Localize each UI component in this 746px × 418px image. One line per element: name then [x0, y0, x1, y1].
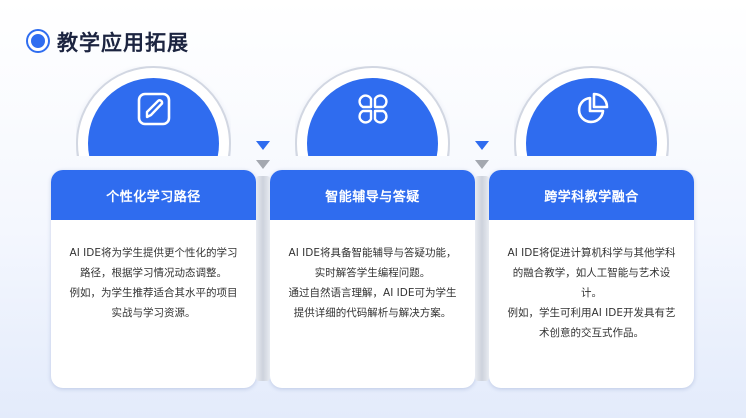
column-divider	[475, 176, 489, 381]
feature-card: 智能辅导与答疑 AI IDE将具备智能辅导与答疑功能， 实时解答学生编程问题。 …	[270, 170, 475, 388]
card-line: 例如，学生可利用AI IDE开发具有艺	[507, 307, 676, 319]
step-arrow-icon	[473, 141, 491, 171]
column-divider	[256, 176, 270, 381]
pie-chart-icon	[573, 90, 611, 128]
card-heading: 跨学科教学融合	[489, 170, 694, 220]
feature-card: 跨学科教学融合 AI IDE将促进计算机科学与其他学科 的融合教学，如人工智能与…	[489, 170, 694, 388]
card-line: 术创意的交互式作品。	[539, 327, 644, 339]
card-line: 的融合教学，如人工智能与艺术设计。	[512, 267, 671, 299]
four-petal-grid-icon	[354, 90, 392, 128]
feature-column-interdisciplinary: 跨学科教学融合 AI IDE将促进计算机科学与其他学科 的融合教学，如人工智能与…	[489, 66, 694, 388]
card-line: 例如，为学生推荐适合其水平的项目	[69, 287, 238, 299]
step-arrow-icon	[254, 141, 272, 171]
page-title: 教学应用拓展	[57, 31, 189, 55]
feature-column-tutoring: 智能辅导与答疑 AI IDE将具备智能辅导与答疑功能， 实时解答学生编程问题。 …	[270, 66, 475, 388]
card-line: AI IDE将促进计算机科学与其他学科	[507, 247, 676, 259]
card-line: AI IDE将具备智能辅导与答疑功能，	[288, 247, 457, 259]
card-text: AI IDE将促进计算机科学与其他学科 的融合教学，如人工智能与艺术设计。 例如…	[489, 220, 694, 343]
title-bullet-icon	[28, 31, 48, 51]
icon-arch	[514, 66, 669, 156]
card-line: 提供详细的代码解析与解决方案。	[293, 307, 452, 319]
feature-card: 个性化学习路径 AI IDE将为学生提供更个性化的学习 路径，根据学习情况动态调…	[51, 170, 256, 388]
card-text: AI IDE将具备智能辅导与答疑功能， 实时解答学生编程问题。 通过自然语言理解…	[270, 220, 475, 323]
card-line: 通过自然语言理解，AI IDE可为学生	[288, 287, 457, 299]
icon-arch	[295, 66, 450, 156]
card-line: 实时解答学生编程问题。	[314, 267, 431, 279]
icon-arch	[76, 66, 231, 156]
card-line: 路径，根据学习情况动态调整。	[80, 267, 227, 279]
card-line: AI IDE将为学生提供更个性化的学习	[69, 247, 238, 259]
feature-column-personalized-learning: 个性化学习路径 AI IDE将为学生提供更个性化的学习 路径，根据学习情况动态调…	[51, 66, 256, 388]
edit-leaf-icon	[135, 90, 173, 128]
card-heading: 智能辅导与答疑	[270, 170, 475, 220]
card-line: 实战与学习资源。	[111, 307, 196, 319]
card-text: AI IDE将为学生提供更个性化的学习 路径，根据学习情况动态调整。 例如，为学…	[51, 220, 256, 323]
card-heading: 个性化学习路径	[51, 170, 256, 220]
